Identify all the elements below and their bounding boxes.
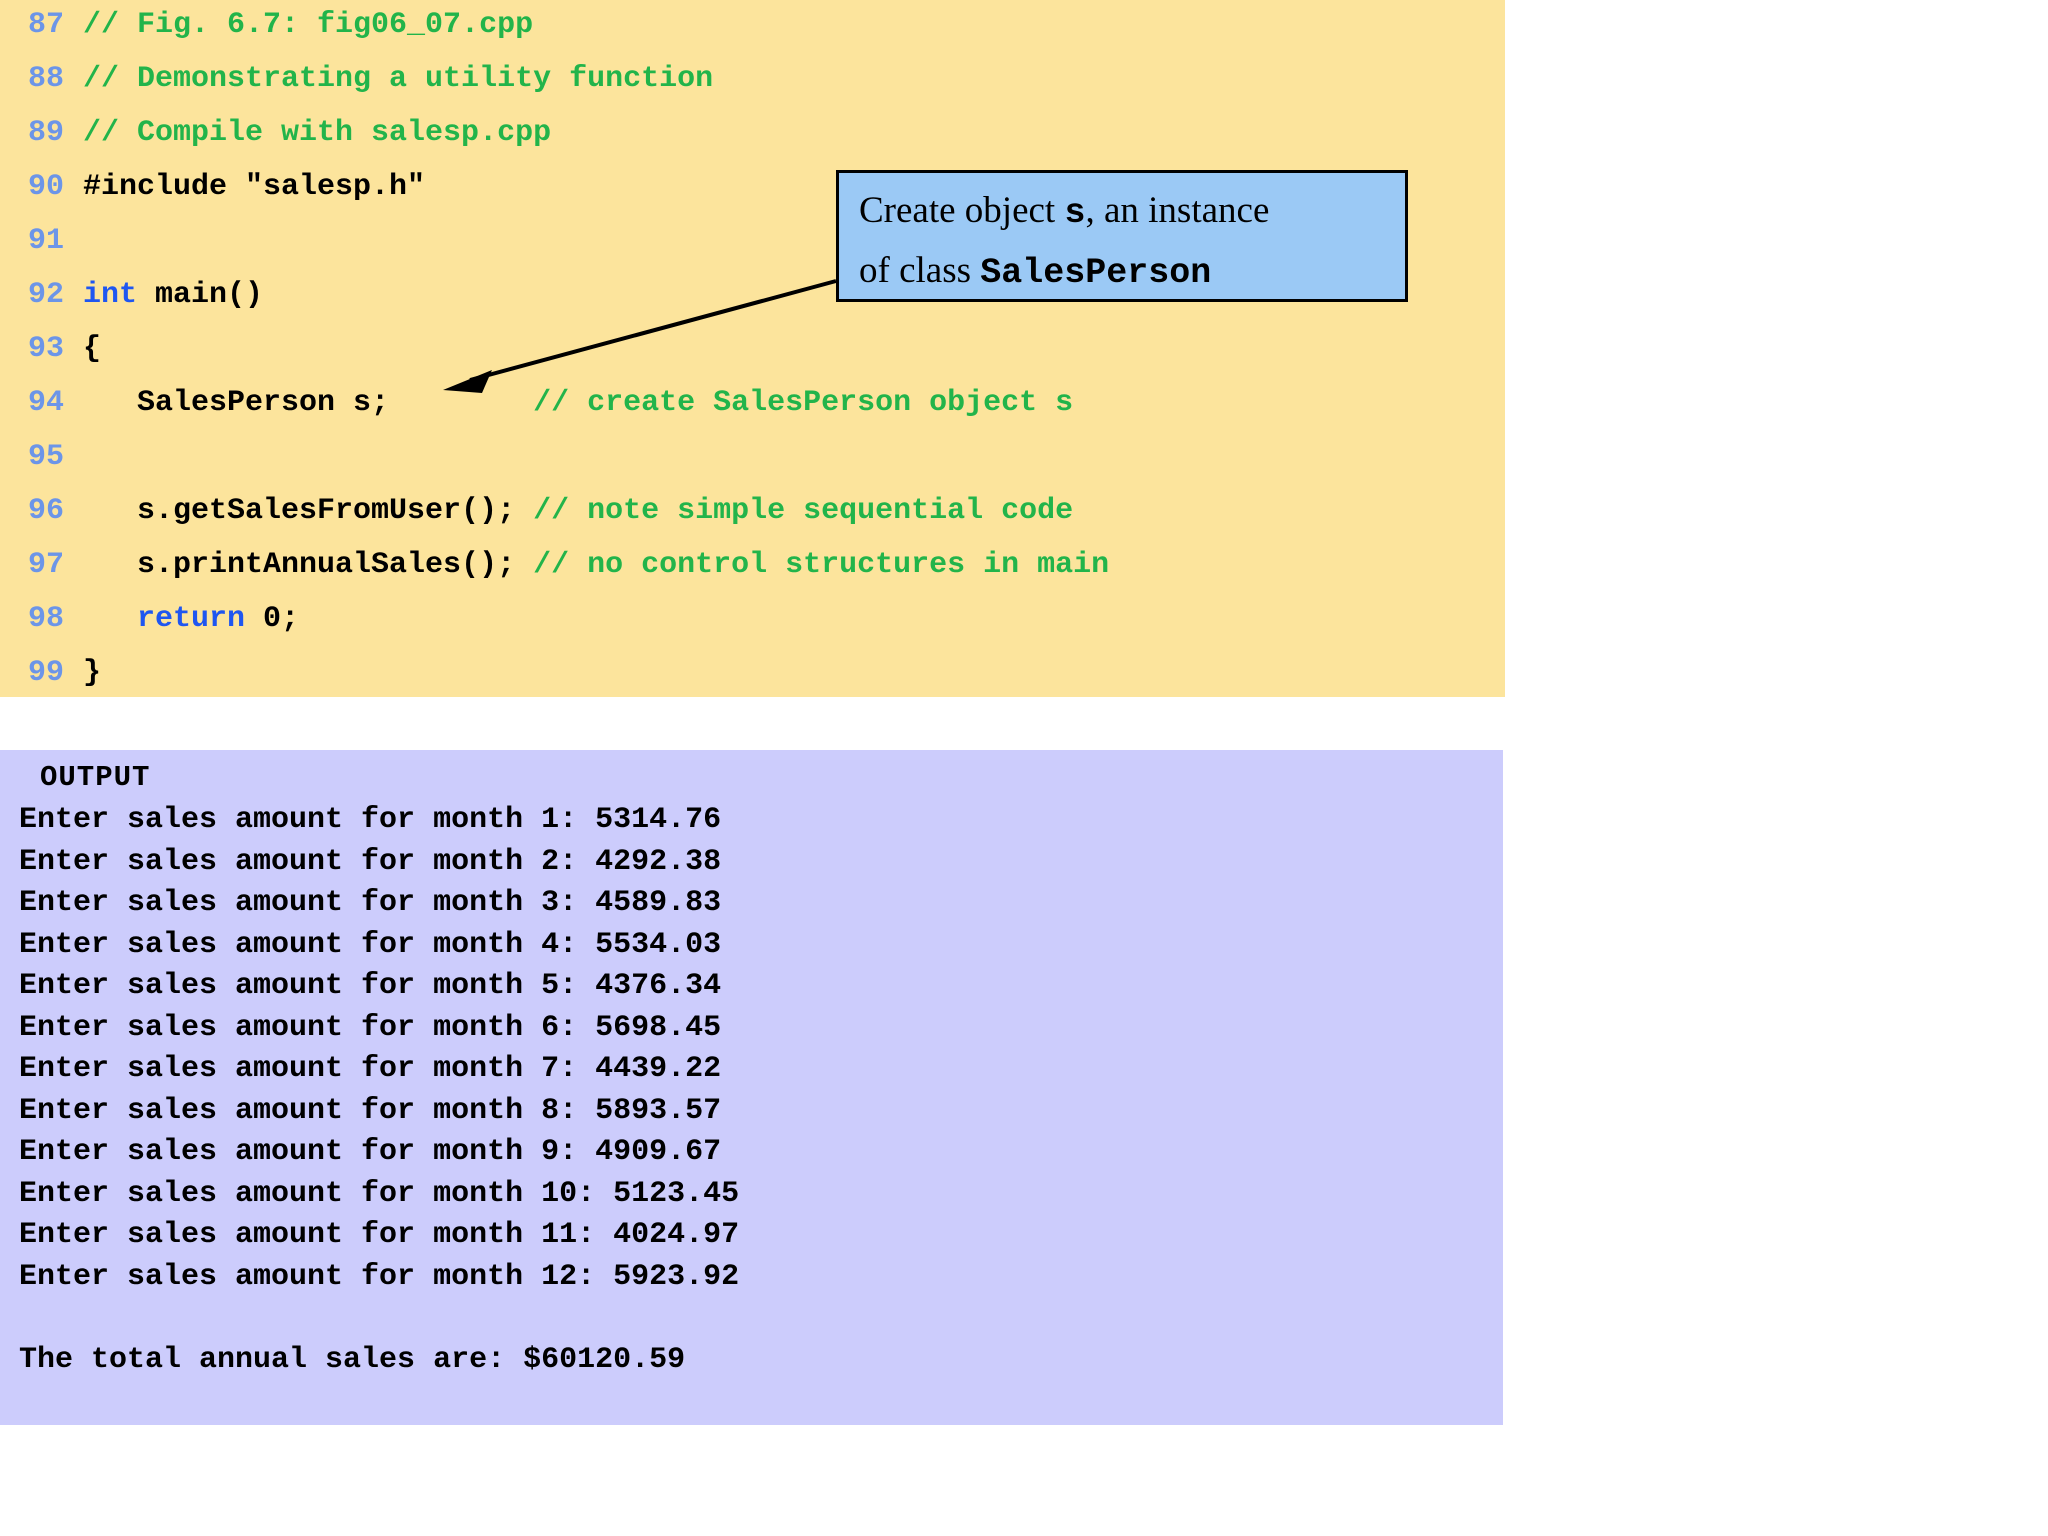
code-line-number: 96 xyxy=(27,494,64,528)
output-line: Enter sales amount for month 9: 4909.67 xyxy=(19,1135,722,1169)
code-line: 96 s.getSalesFromUser(); // note simple … xyxy=(0,484,1505,538)
code-token-kw: return xyxy=(137,602,246,636)
code-line: 99} xyxy=(0,646,1505,697)
code-line-text: s.printAnnualSales(); // no control stru… xyxy=(64,538,1109,592)
output-line: Enter sales amount for month 6: 5698.45 xyxy=(19,1010,722,1045)
output-line: Enter sales amount for month 5: 4376.34 xyxy=(19,969,722,1003)
callout-line2-text-before: of class xyxy=(859,250,981,291)
code-line-number: 99 xyxy=(27,656,64,690)
code-line-text: int main() xyxy=(64,268,263,322)
callout-line1-code: s xyxy=(1064,193,1086,233)
code-line: 88 // Demonstrating a utility function xyxy=(0,52,1505,106)
code-line: 89 // Compile with salesp.cpp xyxy=(0,106,1505,160)
code-line: 95 xyxy=(0,430,1505,484)
callout-line-1: Create object s, an instance xyxy=(859,182,1405,242)
code-line-text: return 0; xyxy=(64,592,299,646)
code-line-number: 88 xyxy=(27,62,64,96)
code-line-number: 90 xyxy=(27,170,64,204)
output-line: Enter sales amount for month 7: 4439.22 xyxy=(19,1052,722,1086)
code-line-text: // Demonstrating a utility function xyxy=(64,52,713,106)
code-line: 90 #include "salesp.h" xyxy=(0,160,1505,214)
output-panel-title: OUTPUT xyxy=(40,761,151,794)
callout-line1-text-after: , an instance xyxy=(1085,190,1270,231)
code-token-comment: // Demonstrating a utility function xyxy=(83,62,714,96)
code-token-plain: SalesPerson s; xyxy=(83,386,534,420)
code-line-number: 95 xyxy=(27,440,64,474)
code-listing-panel: 87 // Fig. 6.7: fig06_07.cpp 88 // Demonstr… xyxy=(0,0,1505,697)
code-line-number: 91 xyxy=(27,224,64,258)
callout-line1-text-before: Create object xyxy=(859,190,1065,231)
code-line: 97 s.printAnnualSales(); // no control s… xyxy=(0,538,1505,592)
code-token-plain: main() xyxy=(137,278,264,312)
code-line: 94 SalesPerson s; // create SalesPerson … xyxy=(0,376,1505,430)
code-token-plain: s.getSalesFromUser(); xyxy=(83,494,534,528)
code-line: 93 { xyxy=(0,322,1505,376)
code-token-plain: { xyxy=(83,332,102,366)
code-line: 98 return 0; xyxy=(0,592,1505,646)
code-line-number: 93 xyxy=(27,332,64,366)
code-line-text: // Fig. 6.7: fig06_07.cpp xyxy=(64,0,533,52)
code-token-comment: // note simple sequential code xyxy=(533,494,1074,528)
code-line: 87 // Fig. 6.7: fig06_07.cpp xyxy=(0,0,1505,52)
code-token-comment: // create SalesPerson object s xyxy=(533,386,1074,420)
code-line-number: 98 xyxy=(27,602,64,636)
output-line: Enter sales amount for month 2: 4292.38 xyxy=(19,844,722,879)
code-line-number: 87 xyxy=(27,8,64,42)
code-line-text: // Compile with salesp.cpp xyxy=(64,106,551,160)
code-line-text: { xyxy=(64,322,101,376)
output-line: Enter sales amount for month 8: 5893.57 xyxy=(19,1093,722,1128)
code-token-plain: #include "salesp.h" xyxy=(83,170,426,204)
code-line-number: 97 xyxy=(27,548,64,582)
code-token-comment: // Compile with salesp.cpp xyxy=(83,116,552,150)
code-token-comment: // no control structures in main xyxy=(533,548,1110,582)
code-line-number: 94 xyxy=(27,386,64,420)
annotation-callout: Create object s, an instance of class Sa… xyxy=(836,170,1408,302)
code-line-number: 89 xyxy=(27,116,64,150)
output-line: Enter sales amount for month 10: 5123.45 xyxy=(19,1176,740,1211)
code-line: 91 xyxy=(0,214,1505,268)
output-line: Enter sales amount for month 3: 4589.83 xyxy=(19,886,722,920)
callout-line-2: of class SalesPerson xyxy=(859,242,1405,302)
output-line: The total annual sales are: $60120.59 xyxy=(19,1342,686,1377)
code-token-plain: s.printAnnualSales(); xyxy=(83,548,534,582)
code-line-text: s.getSalesFromUser(); // note simple seq… xyxy=(64,484,1073,538)
output-line: Enter sales amount for month 4: 5534.03 xyxy=(19,927,722,962)
callout-line2-code: SalesPerson xyxy=(980,253,1212,293)
output-line: Enter sales amount for month 11: 4024.97 xyxy=(19,1218,740,1252)
code-line-number: 92 xyxy=(27,278,64,312)
output-line: Enter sales amount for month 1: 5314.76 xyxy=(19,803,722,837)
code-token-plain: } xyxy=(83,656,102,690)
code-token-kw: int xyxy=(83,278,138,312)
code-line-text: SalesPerson s; // create SalesPerson obj… xyxy=(64,376,1073,430)
code-line-text: #include "salesp.h" xyxy=(64,160,425,214)
output-line: Enter sales amount for month 12: 5923.92 xyxy=(19,1259,740,1294)
program-output-panel: OUTPUT Enter sales amount for month 1: 5… xyxy=(0,750,1503,1425)
code-token-plain: 0; xyxy=(245,602,300,636)
code-line-text: } xyxy=(64,646,101,697)
code-token-comment: // Fig. 6.7: fig06_07.cpp xyxy=(83,8,534,42)
code-token-plain xyxy=(83,602,137,636)
